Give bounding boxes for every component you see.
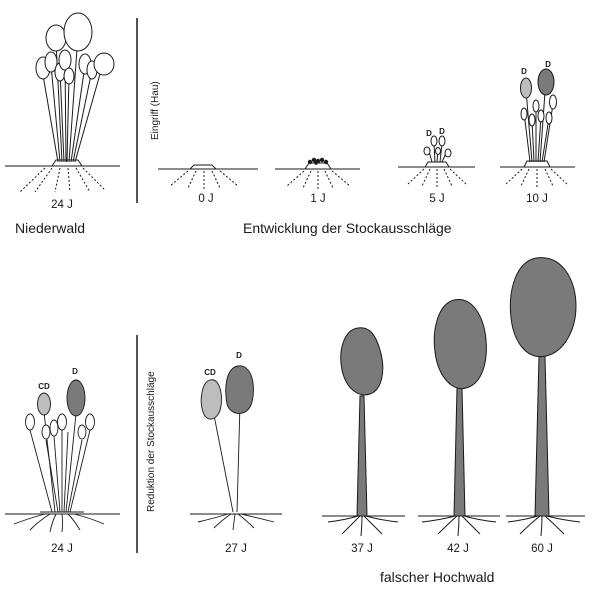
false-high-forest-caption: falscher Hochwald: [380, 569, 494, 585]
stems: [42, 34, 105, 163]
stage-age-label: 1 J: [310, 193, 325, 205]
stage-10-shoots: [500, 68, 575, 187]
niederwald-age-label: 24 J: [51, 199, 73, 211]
reduction-27: [190, 365, 282, 531]
tree-37: [322, 327, 405, 537]
dominant-crown: [225, 365, 254, 414]
stage-age-label: 37 J: [351, 543, 373, 555]
stage-5-shoots: [398, 135, 475, 187]
trunk: [534, 355, 550, 517]
stage-age-label: 0 J: [198, 193, 213, 205]
codominant-crown: [520, 77, 532, 99]
stage-age-label: 5 J: [429, 193, 444, 205]
dominant-mark: D: [426, 129, 432, 138]
dominant-mark: D: [72, 367, 78, 376]
dominant-mark: D: [545, 60, 551, 69]
dominant-mark: D: [236, 351, 242, 360]
stage-age-label: 60 J: [531, 543, 553, 555]
stage-1-sprouts: [275, 157, 360, 189]
reduction-start-24: [5, 379, 120, 533]
tree-42: [418, 299, 500, 537]
crown: [509, 257, 577, 358]
stage-age-label: 10 J: [526, 193, 548, 205]
stage-age-label: 24 J: [51, 543, 73, 555]
codominant-mark: CD: [204, 368, 216, 377]
trunk: [356, 395, 368, 517]
stage-age-label: 42 J: [447, 543, 469, 555]
codominant-crown: [37, 392, 51, 416]
tree-60: [506, 257, 585, 537]
niederwald-coppice-24: [5, 12, 120, 193]
development-caption: Entwicklung der Stockausschläge: [243, 220, 452, 236]
crown: [340, 327, 384, 396]
reduction-axis-label: Reduktion der Stockausschläge: [146, 371, 157, 512]
codominant-mark: CD: [38, 382, 50, 391]
crowns: [35, 12, 115, 85]
niederwald-caption: Niederwald: [15, 220, 85, 236]
dominant-crown: [537, 68, 555, 96]
stage-age-label: 27 J: [225, 543, 247, 555]
stage-0-stump: [158, 164, 258, 189]
codominant-crown: [200, 379, 222, 420]
dominant-mark: D: [439, 127, 445, 136]
crown: [433, 299, 487, 390]
trunk: [453, 387, 466, 517]
intervention-axis-label: Eingriff (Hau): [150, 81, 161, 140]
dominant-crown: [66, 379, 86, 417]
ground-lines: [5, 165, 120, 193]
dominant-mark: D: [521, 67, 527, 76]
